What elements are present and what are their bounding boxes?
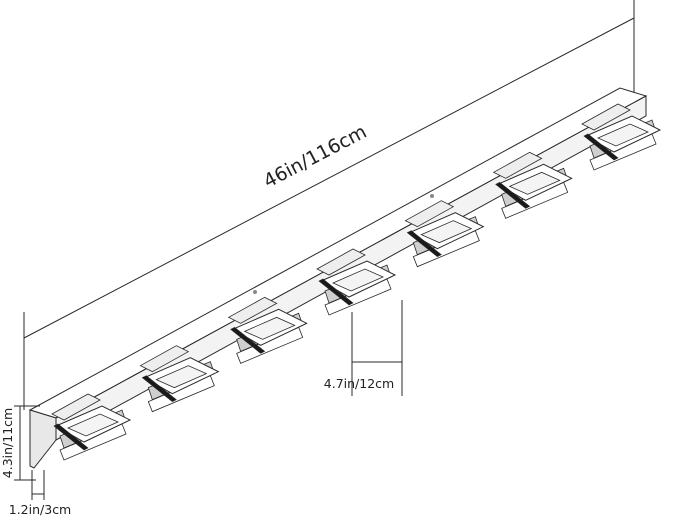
length-dimension: 46in/116cm <box>23 0 635 410</box>
spacing-label: 4.7in/12cm <box>324 376 394 391</box>
screw-dot <box>430 194 434 198</box>
spacing-dimension: 4.7in/12cm <box>324 300 403 396</box>
light-heads <box>51 103 662 461</box>
length-label: 46in/116cm <box>260 121 370 193</box>
light-head <box>404 200 485 268</box>
acrylic-rear-plate <box>492 151 543 179</box>
length-dimension-line <box>23 17 635 339</box>
led-panel <box>332 268 384 292</box>
chrome-edge-strip <box>53 423 89 451</box>
screw-dot <box>253 290 257 294</box>
depth-label: 1.2in/3cm <box>9 502 72 517</box>
led-panel <box>420 220 473 244</box>
chrome-edge-strip <box>318 278 354 306</box>
led-panel <box>155 365 208 389</box>
chrome-edge-strip <box>406 230 442 258</box>
acrylic-rear-plate <box>404 200 455 228</box>
chrome-edge-strip <box>495 181 531 209</box>
chrome-edge-strip <box>141 375 177 403</box>
light-head <box>51 393 132 461</box>
led-panel <box>67 413 119 437</box>
height-dimension: 4.3in/11cm <box>0 405 40 481</box>
light-head <box>139 345 220 413</box>
light-head <box>581 103 662 171</box>
chrome-edge-strip <box>230 326 266 354</box>
light-head <box>227 296 308 364</box>
light-head <box>492 151 573 219</box>
light-head <box>316 248 397 316</box>
acrylic-rear-plate <box>51 393 101 421</box>
acrylic-rear-plate <box>316 248 366 276</box>
acrylic-rear-plate <box>227 296 278 324</box>
acrylic-rear-plate <box>581 103 631 131</box>
mounting-bar-end-cap <box>29 409 57 469</box>
led-panel <box>597 123 649 147</box>
acrylic-rear-plate <box>139 345 190 373</box>
led-panel <box>508 171 561 195</box>
led-panel <box>243 316 296 340</box>
height-label: 4.3in/11cm <box>0 408 15 478</box>
chrome-edge-strip <box>583 133 619 161</box>
depth-dimension: 1.2in/3cm <box>9 470 72 517</box>
